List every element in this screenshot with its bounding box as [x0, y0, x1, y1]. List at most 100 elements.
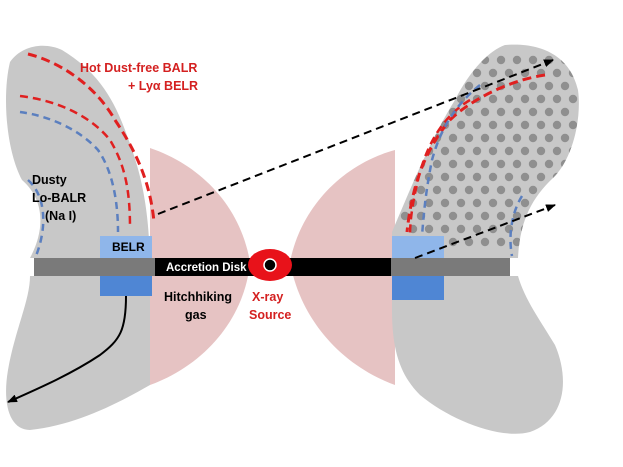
cloud-dot — [512, 237, 522, 247]
cloud-dot — [536, 198, 546, 208]
cloud-dot — [424, 68, 434, 78]
solid-arrow-down — [7, 295, 127, 403]
cloud-dot — [488, 120, 498, 130]
cloud-dot — [464, 133, 474, 143]
left-red-dashed-outer — [27, 52, 156, 223]
cloud-dot — [464, 55, 474, 65]
label-gas: gas — [185, 308, 207, 322]
cloud-dot — [408, 146, 418, 156]
cloud-dot — [456, 224, 466, 234]
cloud-dot — [488, 146, 498, 156]
label-lya-belr: + Lyα BELR — [128, 79, 198, 93]
cloud-dot — [400, 159, 410, 169]
cloud-dot — [424, 172, 434, 182]
cloud-dot — [520, 120, 530, 130]
cloud-dot — [416, 55, 426, 65]
cloud-dot — [480, 55, 490, 65]
cloud-dot — [408, 120, 418, 130]
cloud-dot — [456, 120, 466, 130]
left-belr-upper — [100, 236, 152, 258]
cloud-dot — [400, 185, 410, 195]
cloud-dot — [448, 55, 458, 65]
cloud-dot — [416, 133, 426, 143]
cloud-dot — [400, 81, 410, 91]
cloud-dot — [552, 94, 562, 104]
cloud-dot — [560, 159, 570, 169]
cloud-dot — [520, 94, 530, 104]
right-red-dashed-inner — [408, 98, 471, 237]
cloud-dot — [448, 133, 458, 143]
cloud-dot — [464, 211, 474, 221]
cloud-dot — [528, 211, 538, 221]
cloud-dot — [464, 159, 474, 169]
label-hitchhiking: Hitchhiking — [164, 290, 232, 304]
cloud-dot — [544, 81, 554, 91]
cloud-dot — [552, 224, 562, 234]
right-belr-lower — [392, 276, 444, 300]
cloud-dot — [440, 198, 450, 208]
cloud-dot — [432, 159, 442, 169]
cloud-dot — [464, 81, 474, 91]
label-na-i: (Na I) — [45, 209, 76, 223]
cloud-dot — [440, 68, 450, 78]
cloud-dot — [512, 133, 522, 143]
cloud-dot — [504, 146, 514, 156]
cloud-dot — [496, 55, 506, 65]
cloud-dot — [448, 185, 458, 195]
cloud-dot — [568, 172, 578, 182]
cloud-dot — [440, 172, 450, 182]
cloud-dot — [552, 120, 562, 130]
cloud-dot — [536, 224, 546, 234]
cloud-dot — [424, 198, 434, 208]
cloud-dot — [424, 120, 434, 130]
right-blue-dashed — [420, 84, 481, 237]
right-belr-upper — [392, 236, 444, 258]
cloud-dot — [464, 107, 474, 117]
cloud-dot — [472, 146, 482, 156]
cloud-dot — [504, 198, 514, 208]
cloud-dot — [568, 68, 578, 78]
right-red-dashed-outer — [405, 73, 546, 233]
cloud-dot — [496, 133, 506, 143]
cloud-dot — [568, 120, 578, 130]
cloud-dot — [560, 55, 570, 65]
cloud-dot — [456, 172, 466, 182]
cloud-dot — [464, 237, 474, 247]
cloud-dot — [472, 198, 482, 208]
cloud-dot — [528, 185, 538, 195]
cloud-dot — [560, 81, 570, 91]
dashed-arrow-lower — [414, 204, 556, 259]
cloud-dot — [496, 159, 506, 169]
cloud-dot — [512, 185, 522, 195]
cloud-dot — [568, 146, 578, 156]
cloud-dot — [456, 94, 466, 104]
cloud-dot — [512, 159, 522, 169]
cloud-dot — [552, 68, 562, 78]
cloud-dot — [480, 107, 490, 117]
cloud-dot — [512, 107, 522, 117]
cloud-dot — [528, 81, 538, 91]
cloud-dot — [448, 81, 458, 91]
left-lower-cloud — [6, 276, 150, 430]
cloud-dot — [464, 185, 474, 195]
cloud-dot — [504, 94, 514, 104]
cloud-dot — [544, 159, 554, 169]
right-lower-cloud — [392, 276, 563, 434]
cloud-dot — [480, 237, 490, 247]
right-upper-cloud — [392, 44, 579, 258]
cloud-dot — [424, 224, 434, 234]
cloud-dot — [448, 211, 458, 221]
cloud-dot — [536, 120, 546, 130]
cloud-dot — [480, 211, 490, 221]
cloud-dot — [472, 172, 482, 182]
cloud-dot — [472, 68, 482, 78]
cloud-dot — [408, 68, 418, 78]
cloud-dot — [520, 198, 530, 208]
cloud-dot — [504, 120, 514, 130]
cloud-dot — [560, 185, 570, 195]
cloud-dot — [568, 198, 578, 208]
cloud-dot — [432, 211, 442, 221]
label-lo-balr: Lo-BALR — [32, 191, 86, 205]
cloud-dot — [536, 172, 546, 182]
cloud-dot — [512, 55, 522, 65]
